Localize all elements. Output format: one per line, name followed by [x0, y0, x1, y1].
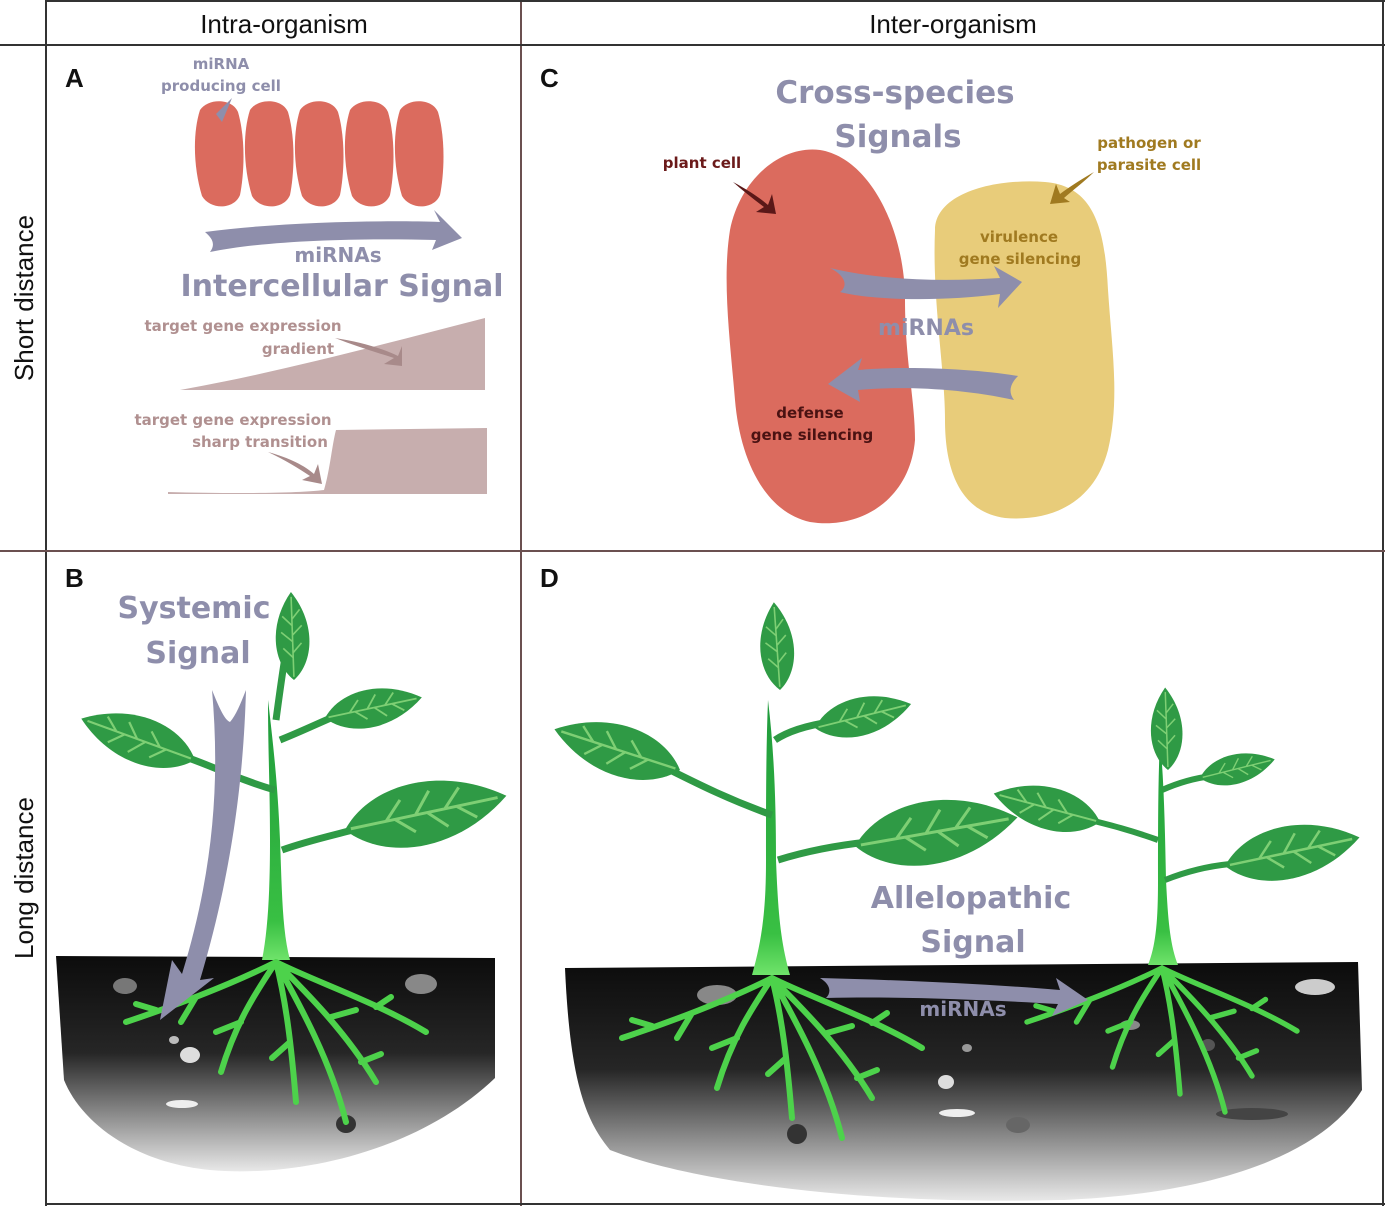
- mirna-producing-cells: [194, 101, 444, 207]
- gradient-pointer-arrow: [335, 338, 402, 366]
- cross-species-mirna-label: miRNAs: [878, 316, 974, 341]
- cell-label-line1: miRNA: [193, 55, 250, 73]
- sharp-expression-shape: [168, 428, 487, 494]
- allelopathic-title-line1: Allelopathic: [871, 881, 1072, 916]
- plant-cell-pointer-arrow: [733, 182, 776, 214]
- systemic-arrow-label: miRNAs: [165, 800, 198, 889]
- soil-d: [565, 962, 1362, 1201]
- sharp-label-line2: sharp transition: [192, 433, 328, 451]
- plant-b: [72, 590, 515, 1122]
- mirna-arrow-to-plant: [828, 358, 1018, 402]
- panel-d-letter: D: [540, 563, 559, 593]
- intercellular-arrow: [205, 210, 462, 252]
- gradient-label-line1: target gene expression: [144, 317, 341, 335]
- panel-a: A miRNA producing cell miRNAs Intercellu…: [65, 55, 504, 494]
- intercellular-signal-title: Intercellular Signal: [180, 269, 503, 304]
- plant-d-right: [987, 686, 1367, 1112]
- allelopathic-title-line2: Signal: [920, 925, 1025, 960]
- defense-label-line1: defense: [776, 404, 843, 422]
- pathogen-pointer-arrow: [1050, 172, 1094, 204]
- defense-label-line2: gene silencing: [751, 426, 874, 444]
- allelopathic-arrow-label: miRNAs: [919, 997, 1006, 1021]
- panel-d: D: [540, 563, 1367, 1201]
- virulence-label-line1: virulence: [980, 228, 1058, 246]
- cross-species-title-line1: Cross-species: [775, 75, 1014, 111]
- panel-a-letter: A: [65, 63, 84, 93]
- cell-pointer-arrow: [216, 98, 232, 122]
- plant-cell-label: plant cell: [663, 154, 741, 172]
- plant-cell-shape: [726, 149, 915, 524]
- systemic-arrow: [160, 690, 246, 1020]
- row-header-short: Short distance: [9, 215, 39, 381]
- panel-c: C Cross-species Signals plant cell patho…: [540, 63, 1201, 524]
- panel-b-letter: B: [65, 563, 84, 593]
- sharp-label-line1: target gene expression: [134, 411, 331, 429]
- soil-stones-b: [113, 974, 437, 1133]
- pathogen-label-line2: parasite cell: [1097, 156, 1201, 174]
- systemic-title-line1: Systemic: [117, 591, 270, 626]
- cross-species-title-line2: Signals: [834, 119, 961, 155]
- column-header-intra: Intra-organism: [200, 9, 368, 39]
- pathogen-cell-shape: [934, 181, 1115, 519]
- sharp-pointer-arrow: [268, 452, 322, 484]
- column-header-inter: Inter-organism: [869, 9, 1037, 39]
- row-header-long: Long distance: [9, 797, 39, 959]
- virulence-label-line2: gene silencing: [959, 250, 1082, 268]
- plant-d-left: [545, 600, 1025, 1138]
- mirna-arrow-to-pathogen: [830, 266, 1022, 308]
- panel-b: B Systemic Signal miRNAs: [56, 563, 515, 1172]
- cell-label-line2: producing cell: [161, 77, 281, 95]
- pathogen-label-line1: pathogen or: [1097, 134, 1201, 152]
- intercellular-arrow-label: miRNAs: [294, 243, 381, 267]
- systemic-title-line2: Signal: [145, 636, 250, 671]
- allelopathic-arrow: [820, 978, 1088, 1016]
- gradient-label-line2: gradient: [262, 340, 334, 358]
- panel-c-letter: C: [540, 63, 559, 93]
- gradient-expression-shape: [180, 318, 485, 390]
